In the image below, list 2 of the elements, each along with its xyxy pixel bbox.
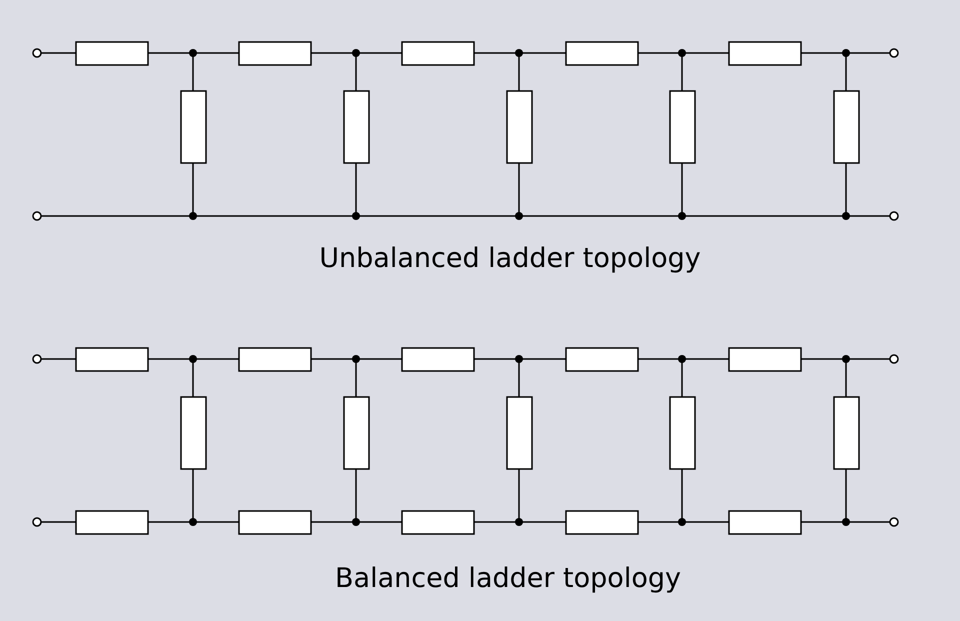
circuit-caption: Balanced ladder topology [335, 563, 681, 596]
circuit-caption: Unbalanced ladder topology [319, 243, 701, 276]
